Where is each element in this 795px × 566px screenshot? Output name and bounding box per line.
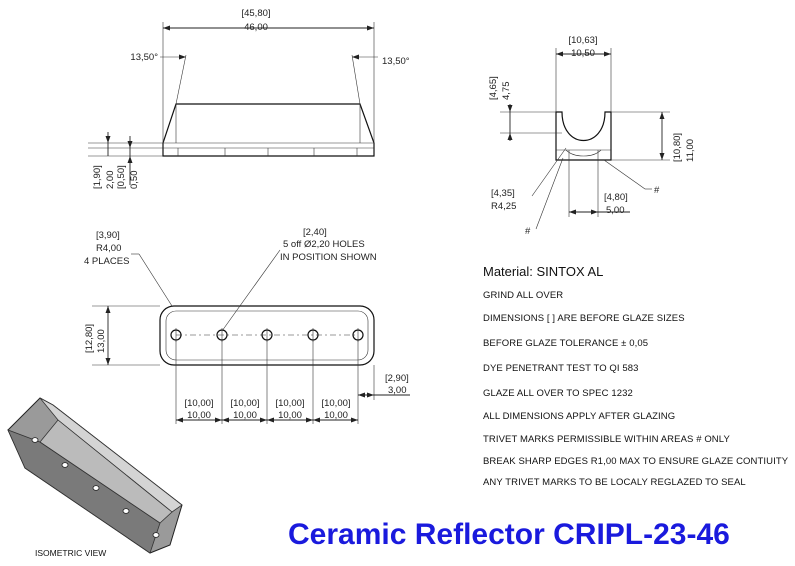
plan-corner-note: 4 PLACES xyxy=(84,256,129,267)
end-depth: 4,75 xyxy=(501,82,512,101)
note-tolerance: BEFORE GLAZE TOLERANCE ± 0,05 xyxy=(483,338,649,349)
pitch-1: 10,00 xyxy=(187,410,211,421)
end-trivet-right: # xyxy=(654,185,660,196)
plan-hole-note: IN POSITION SHOWN xyxy=(280,252,377,263)
note-before-glaze-sizes: DIMENSIONS [ ] ARE BEFORE GLAZE SIZES xyxy=(483,313,685,324)
front-angle-right: 13,50° xyxy=(382,56,410,67)
isometric-view-label: ISOMETRIC VIEW xyxy=(35,548,107,558)
note-dye-penetrant: DYE PENETRANT TEST TO QI 583 xyxy=(483,363,639,374)
isometric-view xyxy=(7,397,183,554)
isometric-hole xyxy=(92,485,100,491)
isometric-hole xyxy=(122,508,130,514)
material-spec: Material: SINTOX AL xyxy=(483,264,604,279)
note-trivet-reglaze: ANY TRIVET MARKS TO BE LOCALY REGLAZED T… xyxy=(483,477,746,488)
note-trivet-areas: TRIVET MARKS PERMISSIBLE WITHIN AREAS # … xyxy=(483,434,730,445)
isometric-hole xyxy=(31,437,39,443)
plan-edge: 3,00 xyxy=(388,385,407,396)
pitch-2-before: [10,00] xyxy=(230,398,259,409)
plan-corner: R4,00 xyxy=(96,243,121,254)
end-base-before: [4,80] xyxy=(604,192,628,203)
pitch-2: 10,00 xyxy=(233,410,257,421)
front-base-before: [0,50] xyxy=(116,165,127,189)
end-view: [10,63] 10,50 [4,65] 4,75 [10,80] 11,00 … xyxy=(488,35,696,237)
note-after-glazing: ALL DIMENSIONS APPLY AFTER GLAZING xyxy=(483,411,676,422)
end-base: 5,00 xyxy=(606,205,625,216)
pitch-4-before: [10,00] xyxy=(321,398,350,409)
drawing-title: Ceramic Reflector CRIPL-23-46 xyxy=(288,518,730,551)
front-length-before: [45,80] xyxy=(241,8,270,19)
isometric-hole xyxy=(61,462,69,468)
plan-width-before: [12,80] xyxy=(84,324,95,353)
plan-hole: 5 off Ø2,20 HOLES xyxy=(283,239,365,250)
end-radius-before: [4,35] xyxy=(491,188,515,199)
end-depth-before: [4,65] xyxy=(488,76,499,100)
plan-width: 13,00 xyxy=(96,329,107,353)
end-view-outline xyxy=(555,111,612,161)
end-trivet-left: # xyxy=(525,226,531,237)
end-height-before: [10,80] xyxy=(672,133,683,162)
end-height: 11,00 xyxy=(685,139,696,162)
front-height: 2,00 xyxy=(105,171,116,190)
note-grind: GRIND ALL OVER xyxy=(483,290,564,301)
note-glaze-spec: GLAZE ALL OVER TO SPEC 1232 xyxy=(483,388,633,399)
note-break-edges: BREAK SHARP EDGES R1,00 MAX TO ENSURE GL… xyxy=(483,456,789,467)
end-radius: R4,25 xyxy=(491,201,516,212)
front-angle-left: 13,50° xyxy=(130,52,158,63)
plan-view: [3,90] R4,00 4 PLACES [2,40] 5 off Ø2,20… xyxy=(84,227,410,424)
front-height-before: [1,90] xyxy=(92,165,103,189)
plan-corner-before: [3,90] xyxy=(96,230,120,241)
end-width: 10,50 xyxy=(571,48,595,59)
pitch-1-before: [10,00] xyxy=(184,398,213,409)
pitch-3-before: [10,00] xyxy=(275,398,304,409)
front-view: [45,80] 46,00 13,50° 13,50° [1,90] 2,00 … xyxy=(88,8,410,189)
front-length: 46,00 xyxy=(244,22,268,33)
front-base: 0,50 xyxy=(129,171,140,190)
pitch-3: 10,00 xyxy=(278,410,302,421)
pitch-4: 10,00 xyxy=(324,410,348,421)
isometric-hole xyxy=(152,532,160,538)
end-width-before: [10,63] xyxy=(568,35,597,46)
plan-hole-before: [2,40] xyxy=(303,227,327,238)
plan-edge-before: [2,90] xyxy=(385,373,409,384)
